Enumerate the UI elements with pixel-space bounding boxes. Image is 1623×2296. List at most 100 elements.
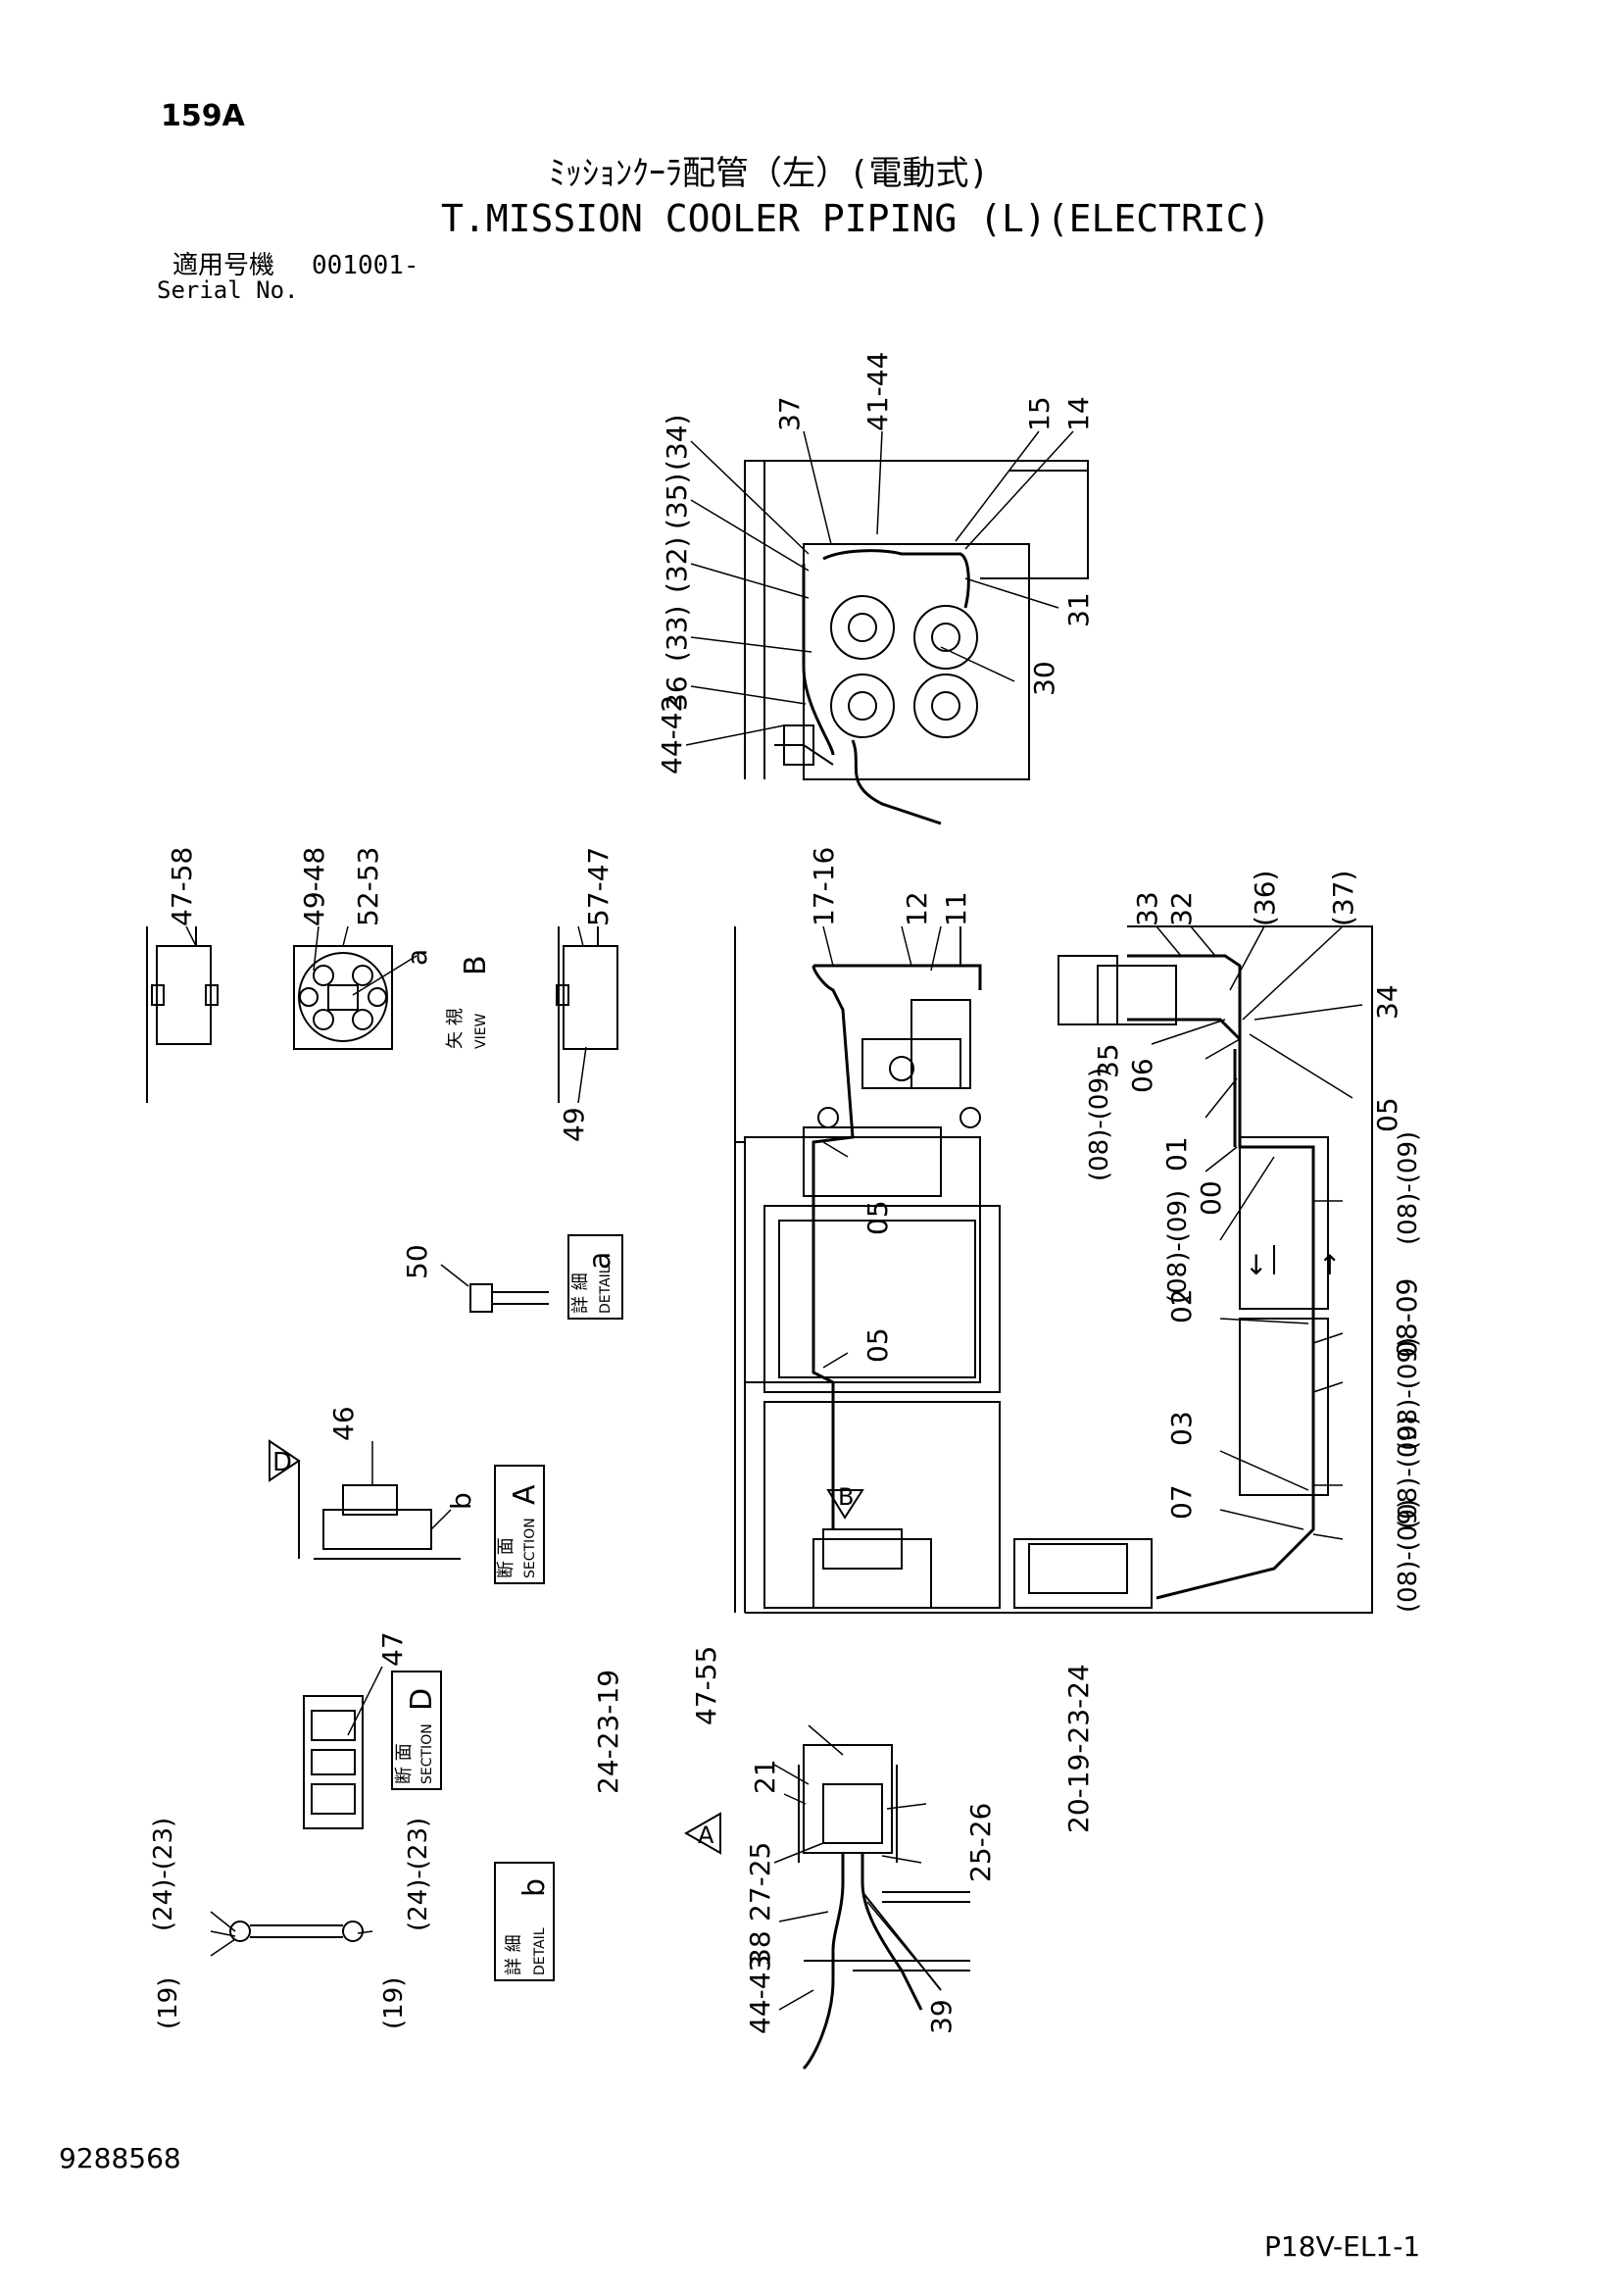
section-a-jp: 断 面 — [496, 1537, 516, 1578]
flag-a-marker — [683, 1812, 721, 1855]
callout-01: 01 — [1160, 1136, 1193, 1172]
section-a-label-box — [494, 1465, 545, 1584]
top-assembly-view — [744, 460, 1089, 825]
serial-value: 001001- — [312, 251, 419, 280]
detail-b-label-box — [494, 1862, 555, 1981]
callout-08-09-a: (08)-(09) — [1085, 1068, 1114, 1181]
callout-34-b: 34 — [1371, 984, 1403, 1020]
callout-47-55: 47-55 — [690, 1646, 722, 1725]
callout-36-b: (36) — [1249, 871, 1281, 926]
detail-a-drawing — [440, 1264, 549, 1313]
section-a-drawing — [298, 1441, 461, 1560]
flag-d-marker — [269, 1439, 301, 1482]
section-a-letter: A — [508, 1484, 542, 1505]
callout-47-58: 47-58 — [166, 847, 198, 926]
callout-15: 15 — [1023, 396, 1056, 431]
detail-a-jp: 詳 細 — [570, 1273, 591, 1314]
section-d-en: SECTION — [419, 1723, 435, 1784]
callout-24-23-19: 24-23-19 — [592, 1670, 624, 1794]
callout-41-44: 41-44 — [861, 352, 894, 431]
detail-b-jp: 詳 細 — [504, 1934, 524, 1975]
callout-30: 30 — [1028, 661, 1060, 696]
callout-02: 02 — [1165, 1288, 1198, 1323]
section-d-letter: D — [405, 1688, 439, 1711]
section-d-jp: 断 面 — [394, 1743, 415, 1784]
callout-49: 49 — [558, 1107, 590, 1142]
callout-08-09-g: (08)-(09) — [1394, 1499, 1423, 1613]
callout-32-b: 32 — [1165, 891, 1198, 926]
callout-08-09-f: (08)-(09) — [1394, 1416, 1423, 1529]
callout-08-09-c: (08)-(09) — [1163, 1190, 1193, 1304]
cooler-unit-views — [146, 926, 618, 1103]
callout-31: 31 — [1062, 592, 1095, 627]
view-b-jp: 矢 視 — [445, 1008, 466, 1049]
callout-27-25: 27-25 — [744, 1842, 776, 1922]
document-number: 9288568 — [59, 2142, 181, 2174]
left-view-leader-lines — [185, 925, 587, 1104]
serial-label-english: Serial No. — [157, 276, 299, 304]
callout-37-b: (37) — [1327, 871, 1359, 926]
callout-17-16: 17-16 — [808, 847, 840, 926]
section-d-drawing — [303, 1666, 383, 1829]
callout-57-47: 57-47 — [582, 847, 615, 926]
serial-label-japanese: 適用号機 — [172, 251, 275, 280]
view-b-en: VIEW — [473, 1013, 489, 1049]
callout-24-23-a: (24)-(23) — [149, 1818, 178, 1931]
callout-06: 06 — [1126, 1058, 1158, 1093]
callout-46: 46 — [327, 1406, 360, 1441]
title-english: T.MISSION COOLER PIPING (L)(ELECTRIC) — [441, 197, 1271, 240]
callout-33-b: 33 — [1131, 891, 1163, 926]
callout-36: 36 — [661, 675, 693, 711]
frame-layout-left — [734, 926, 1225, 1614]
callout-37: 37 — [773, 396, 806, 431]
detail-b-drawing — [210, 1911, 373, 1957]
callout-03: 03 — [1165, 1411, 1198, 1446]
detail-b-letter: b — [517, 1878, 552, 1897]
callout-07: 07 — [1165, 1484, 1198, 1520]
flag-b-lower: b — [445, 1492, 477, 1510]
callout-25-26: 25-26 — [964, 1803, 997, 1882]
section-d-label-box — [391, 1671, 442, 1790]
callout-49-48: 49-48 — [298, 847, 330, 926]
bottom-assembly-view — [798, 1744, 970, 2071]
top-leader-lines — [685, 430, 1074, 746]
flow-arrow-up: ↑ — [1318, 1249, 1341, 1281]
callout-08-09-e: (08)-(09) — [1394, 1337, 1423, 1451]
flag-a-lower: a — [401, 949, 433, 966]
callout-19-b: (19) — [379, 1977, 409, 2029]
callout-20-19-23-24: 20-19-23-24 — [1062, 1664, 1095, 1833]
callout-34: (34) — [661, 415, 693, 471]
middle-leader-lines — [822, 925, 1363, 1540]
callout-12: 12 — [901, 891, 933, 926]
detail-a-en: DETAIL — [598, 1266, 614, 1314]
callout-38: 38 — [744, 1930, 776, 1966]
callout-05-b: 05 — [861, 1327, 894, 1363]
callout-52-53: 52-53 — [352, 847, 384, 926]
callout-35-b: 35 — [1092, 1043, 1124, 1078]
callout-19-a: (19) — [154, 1977, 183, 2029]
bottom-leader-lines — [773, 1724, 927, 2011]
detail-a-letter: a — [583, 1252, 617, 1270]
flag-b-marker — [826, 1489, 864, 1520]
sheet-code: P18V-EL1-1 — [1264, 2230, 1421, 2263]
callout-08-09-d: 08-09 — [1391, 1278, 1423, 1358]
flag-b-letter: B — [838, 1483, 854, 1511]
detail-a-label-box — [567, 1234, 623, 1320]
flow-arrow-down: ↓ — [1245, 1249, 1267, 1281]
page-id: 159A — [161, 99, 245, 133]
callout-14: 14 — [1062, 396, 1095, 431]
callout-50: 50 — [401, 1244, 433, 1279]
callout-21: 21 — [749, 1759, 781, 1794]
callout-44-43: 44-43 — [744, 1955, 776, 2034]
callout-35: (35) — [661, 474, 693, 529]
flag-d-letter: D — [272, 1448, 292, 1477]
callout-44-42: 44-42 — [656, 695, 688, 774]
callout-32: (32) — [661, 537, 693, 593]
callout-39: 39 — [925, 1999, 958, 2034]
callout-11: 11 — [940, 891, 972, 926]
section-a-en: SECTION — [522, 1518, 538, 1578]
detail-b-en: DETAIL — [532, 1927, 548, 1975]
callout-05-c: 05 — [1371, 1097, 1403, 1132]
view-b-letter: B — [459, 955, 493, 975]
